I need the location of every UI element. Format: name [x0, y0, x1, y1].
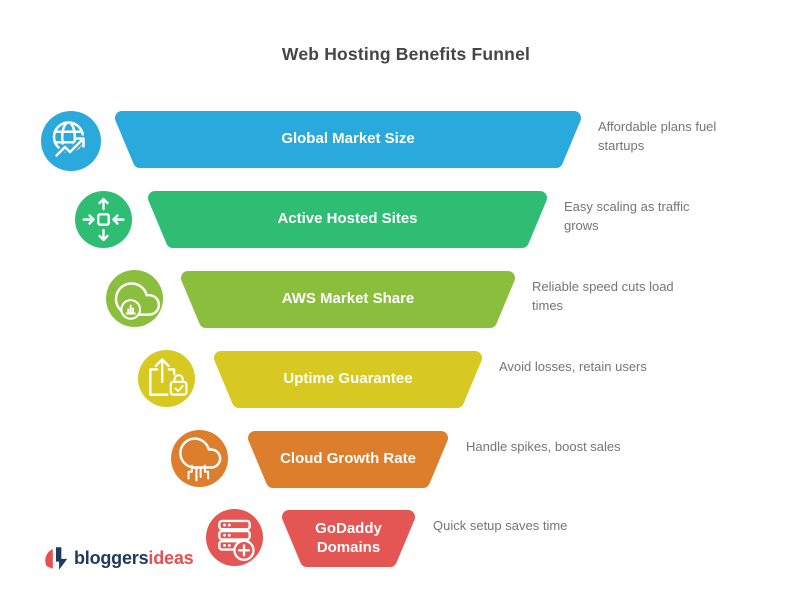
bloggersideas-logo-mark — [45, 547, 68, 570]
funnel-segment-description: Reliable speed cuts load times — [532, 279, 674, 313]
funnel-segment-label: GoDaddy Domains — [315, 519, 382, 556]
bloggersideas-logo-text: bloggersideas — [74, 547, 194, 569]
funnel-segment-description: Quick setup saves time — [433, 518, 568, 533]
funnel-segment-label: Cloud Growth Rate — [280, 450, 416, 468]
funnel-segment — [214, 351, 482, 408]
globe-growth-icon — [41, 111, 101, 171]
funnel-segment — [181, 271, 515, 328]
funnel-segment-label: Global Market Size — [281, 130, 415, 148]
funnel-segment-description: Affordable plans fuel startups — [598, 119, 717, 153]
funnel-segment — [115, 111, 581, 168]
bloggersideas-logo: bloggersideas — [42, 544, 194, 572]
funnel-segment-description: Avoid losses, retain users — [499, 359, 647, 374]
logo-text-bloggers: bloggers — [74, 547, 149, 568]
funnel-segment-label: AWS Market Share — [281, 290, 415, 308]
secure-upload-icon — [138, 350, 195, 407]
cloud-analytics-icon — [106, 270, 163, 327]
page-title: Web Hosting Benefits Funnel — [281, 44, 531, 64]
logo-text-ideas: ideas — [148, 547, 194, 568]
funnel-segment-description: Easy scaling as traffic grows — [564, 199, 690, 233]
funnel-segment — [248, 431, 448, 488]
cloud-network-icon — [171, 430, 228, 487]
funnel-segment — [282, 510, 415, 567]
funnel-segment-label: Active Hosted Sites — [277, 210, 418, 228]
funnel-segment — [148, 191, 547, 248]
expand-arrows-icon — [75, 191, 132, 248]
server-add-icon — [206, 509, 263, 566]
funnel-segment-label: Uptime Guarantee — [283, 370, 413, 388]
funnel-segment-description: Handle spikes, boost sales — [466, 439, 621, 454]
